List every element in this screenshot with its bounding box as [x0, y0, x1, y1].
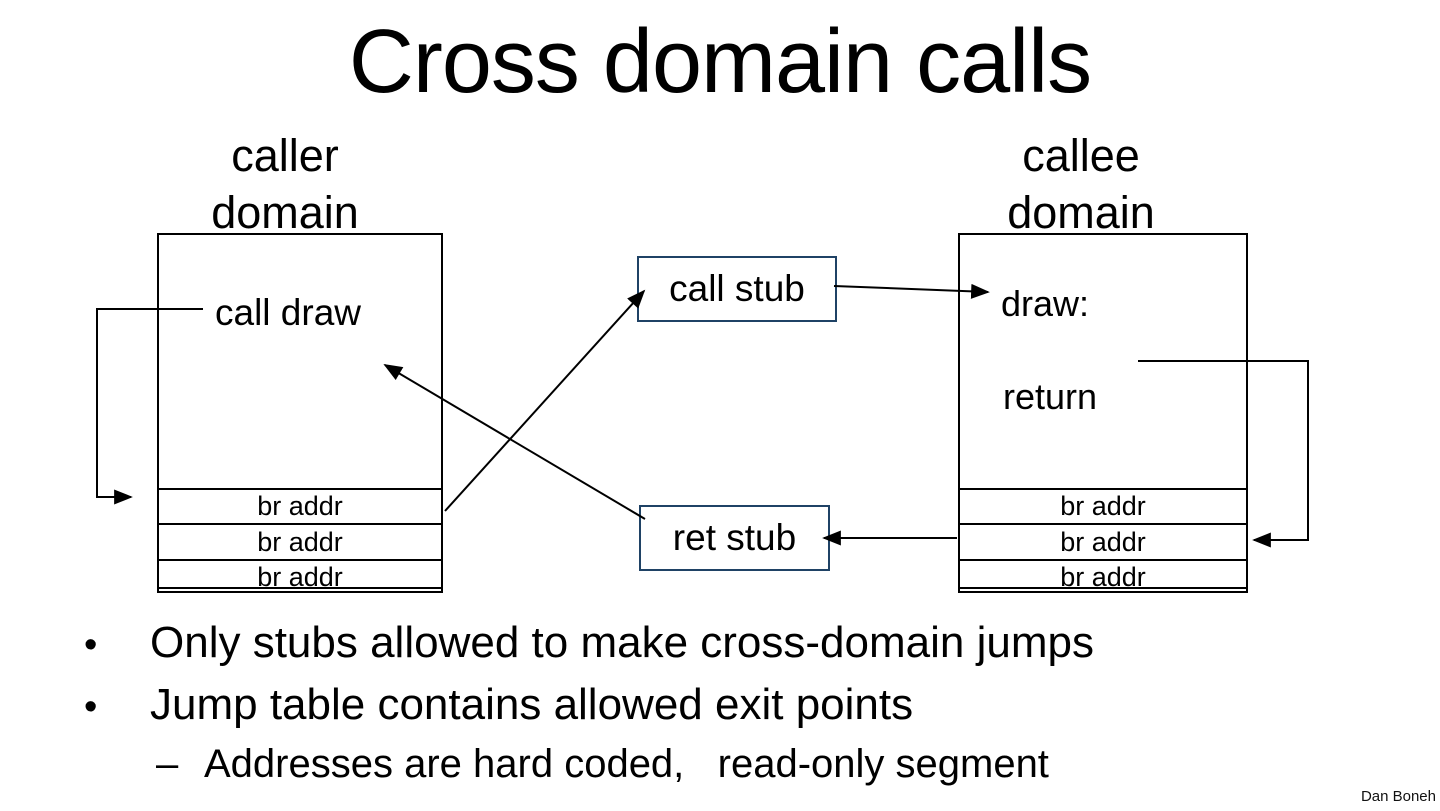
caller-br-addr-row-1: br addr — [257, 491, 343, 521]
caller-table-line-4 — [157, 587, 443, 589]
attribution: Dan Boneh — [1360, 788, 1436, 805]
callee-draw-label: draw: — [1001, 283, 1090, 324]
call-stub-label: call stub — [669, 268, 805, 309]
callee-return-label: return — [1003, 376, 1098, 417]
bullet-1-marker: • — [84, 624, 98, 666]
sub-bullet-text: Addresses are hard coded, read-only segm… — [204, 742, 1049, 786]
ret-stub-box: ret stub — [639, 505, 830, 571]
callee-domain-label: callee domain — [911, 127, 1251, 241]
sub-bullet-marker: – — [156, 742, 179, 786]
bullet-2-text: Jump table contains allowed exit points — [150, 680, 914, 729]
caller-domain-label-line2: domain — [211, 187, 359, 238]
arrow-jump-table-to-call-stub — [444, 289, 646, 512]
caller-domain-label: caller domain — [115, 127, 455, 241]
call-stub-box: call stub — [637, 256, 837, 322]
callee-domain-label-line1: callee — [1022, 130, 1140, 181]
caller-br-addr-row-2: br addr — [257, 527, 343, 557]
bullet-2-marker: • — [84, 686, 98, 728]
bullet-1-text: Only stubs allowed to make cross-domain … — [150, 618, 1094, 667]
callee-br-addr-row-2: br addr — [1060, 527, 1146, 557]
caller-table-line-2 — [157, 523, 443, 525]
callee-table-line-2 — [958, 523, 1248, 525]
caller-call-draw-label: call draw — [215, 292, 361, 333]
caller-br-addr-row-3: br addr — [257, 562, 343, 592]
callee-table-line-3 — [958, 559, 1248, 561]
callee-table-line-1 — [958, 488, 1248, 490]
ret-stub-label: ret stub — [672, 517, 797, 558]
caller-table-line-1 — [157, 488, 443, 490]
callee-br-addr-row-3: br addr — [1060, 562, 1146, 592]
callee-table-line-4 — [958, 587, 1248, 589]
caller-table-line-3 — [157, 559, 443, 561]
callee-domain-label-line2: domain — [1007, 187, 1155, 238]
page-title: Cross domain calls — [348, 12, 1092, 112]
callee-br-addr-row-1: br addr — [1060, 491, 1146, 521]
caller-domain-label-line1: caller — [231, 130, 339, 181]
